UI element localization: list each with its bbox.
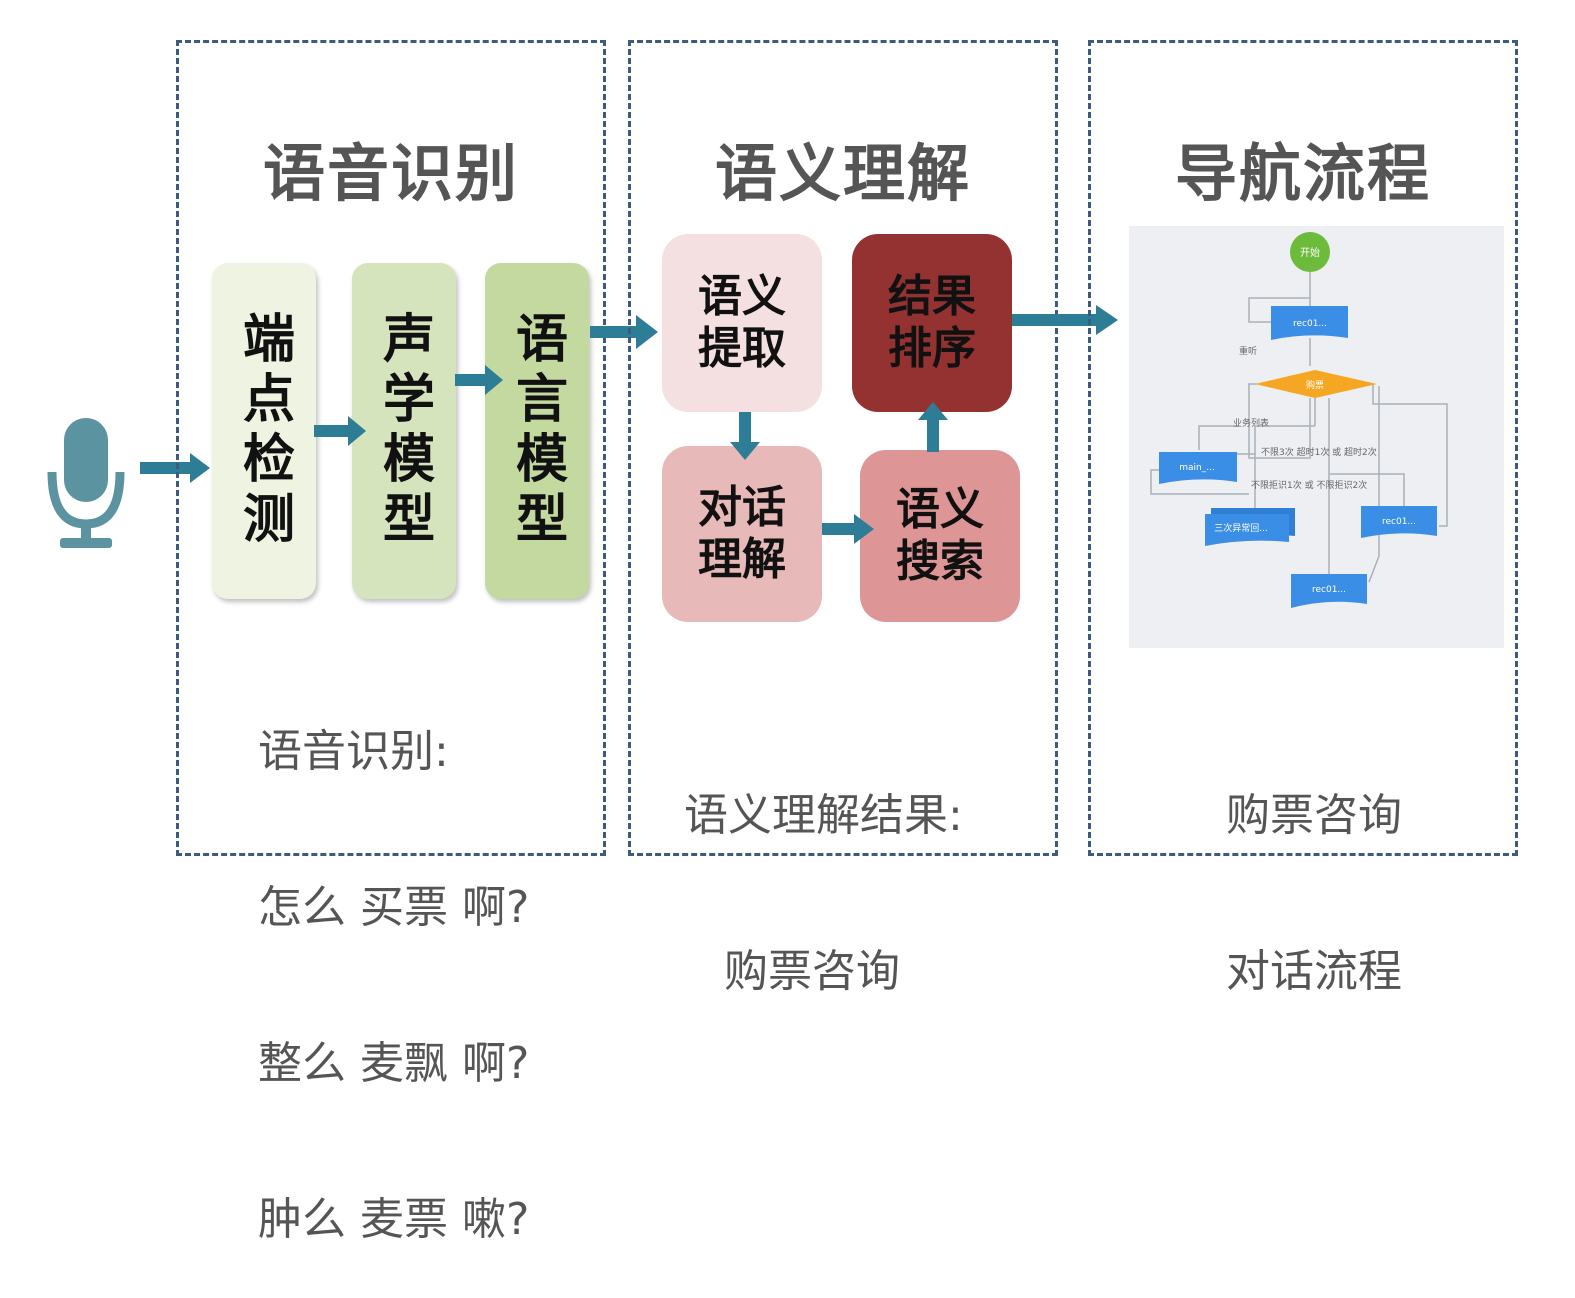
nlu-caption-value: 购票咨询 (724, 946, 900, 997)
arrow-search-to-rank (918, 402, 948, 452)
flow-rec-label-2: rec01... (1382, 517, 1416, 527)
flow-cond-top-label: 不限3次 超时1次 或 超时2次 (1261, 446, 1377, 458)
flow-exception-node: 三次异常回... (1205, 508, 1295, 546)
nav-caption-line-1: 购票咨询 (1226, 790, 1402, 841)
nav-caption: 购票咨询 对话流程 (1226, 686, 1402, 1050)
flow-replay-label: 重听 (1239, 345, 1257, 357)
flow-rec-label-3: rec01... (1312, 585, 1346, 595)
asr-caption-title: 语音识别: (258, 726, 449, 777)
arrow-extract-to-dialog (730, 412, 760, 460)
result-ranking-box: 结果排序 (852, 234, 1012, 412)
flow-start-node: 开始 (1290, 232, 1330, 272)
asr-caption-line-2: 整么 麦飘 啊? (258, 1038, 530, 1089)
arrow-nlu-to-nav (1012, 305, 1118, 335)
endpoint-detection-label: 端点检测 (233, 311, 294, 551)
endpoint-detection-box: 端点检测 (212, 263, 316, 599)
nav-panel: 导航流程 (1088, 40, 1518, 856)
asr-caption-line-1: 怎么 买票 啊? (258, 882, 530, 933)
flow-main-node: main_... (1159, 452, 1237, 484)
flowchart-diagram: 开始 rec01... 重听 购票 业务列表 不限3次 超时1次 或 超时2次 … (1129, 226, 1504, 648)
arrow-acoustic-to-language (455, 365, 503, 395)
flow-business-list-label: 业务列表 (1233, 417, 1269, 429)
nav-caption-line-2: 对话流程 (1226, 946, 1402, 997)
asr-caption-line-3: 肿么 麦票 嗽? (258, 1194, 530, 1245)
arrow-endpoint-to-acoustic (314, 416, 366, 446)
arrow-mic-to-asr (140, 453, 210, 483)
asr-panel-title: 语音识别 (262, 137, 519, 210)
arrow-dialog-to-search (822, 514, 874, 544)
flow-rec-node-3: rec01... (1291, 574, 1367, 608)
nlu-caption: 语义理解结果: 购票咨询 (684, 686, 963, 1050)
flow-main-label: main_... (1179, 463, 1215, 473)
dialog-understanding-box: 对话理解 (662, 446, 822, 622)
flow-decision-label: 购票 (1306, 379, 1324, 391)
flow-rec-node-1: rec01... (1271, 306, 1348, 340)
semantic-extract-label: 语义提取 (698, 271, 786, 374)
semantic-extract-box: 语义提取 (662, 234, 822, 412)
asr-caption: 语音识别: 怎么 买票 啊? 整么 麦飘 啊? 肿么 麦票 嗽? (258, 622, 529, 1298)
flow-start-label: 开始 (1300, 246, 1320, 259)
flow-exception-label: 三次异常回... (1214, 522, 1268, 534)
nlu-panel-title: 语义理解 (714, 137, 971, 210)
semantic-search-box: 语义搜索 (860, 450, 1020, 622)
flow-rec-node-2: rec01... (1361, 506, 1437, 538)
nlu-caption-title: 语义理解结果: (684, 790, 963, 841)
nlu-panel: 语义理解 (628, 40, 1058, 856)
result-ranking-label: 结果排序 (888, 271, 976, 374)
arrow-asr-to-nlu (590, 315, 658, 349)
acoustic-model-label: 声学模型 (373, 311, 434, 551)
flow-decision-node: 购票 (1255, 370, 1377, 398)
language-model-box: 语言模型 (485, 263, 589, 599)
microphone-icon (47, 418, 125, 548)
dialog-understanding-label: 对话理解 (698, 482, 786, 585)
nav-panel-title: 导航流程 (1174, 137, 1431, 210)
asr-panel: 语音识别 (176, 40, 606, 856)
flow-cond-bottom-label: 不限拒识1次 或 不限拒识2次 (1251, 479, 1367, 491)
language-model-label: 语言模型 (506, 311, 567, 551)
acoustic-model-box: 声学模型 (352, 263, 456, 599)
flow-rec-label-1: rec01... (1293, 319, 1327, 329)
semantic-search-label: 语义搜索 (896, 484, 984, 587)
